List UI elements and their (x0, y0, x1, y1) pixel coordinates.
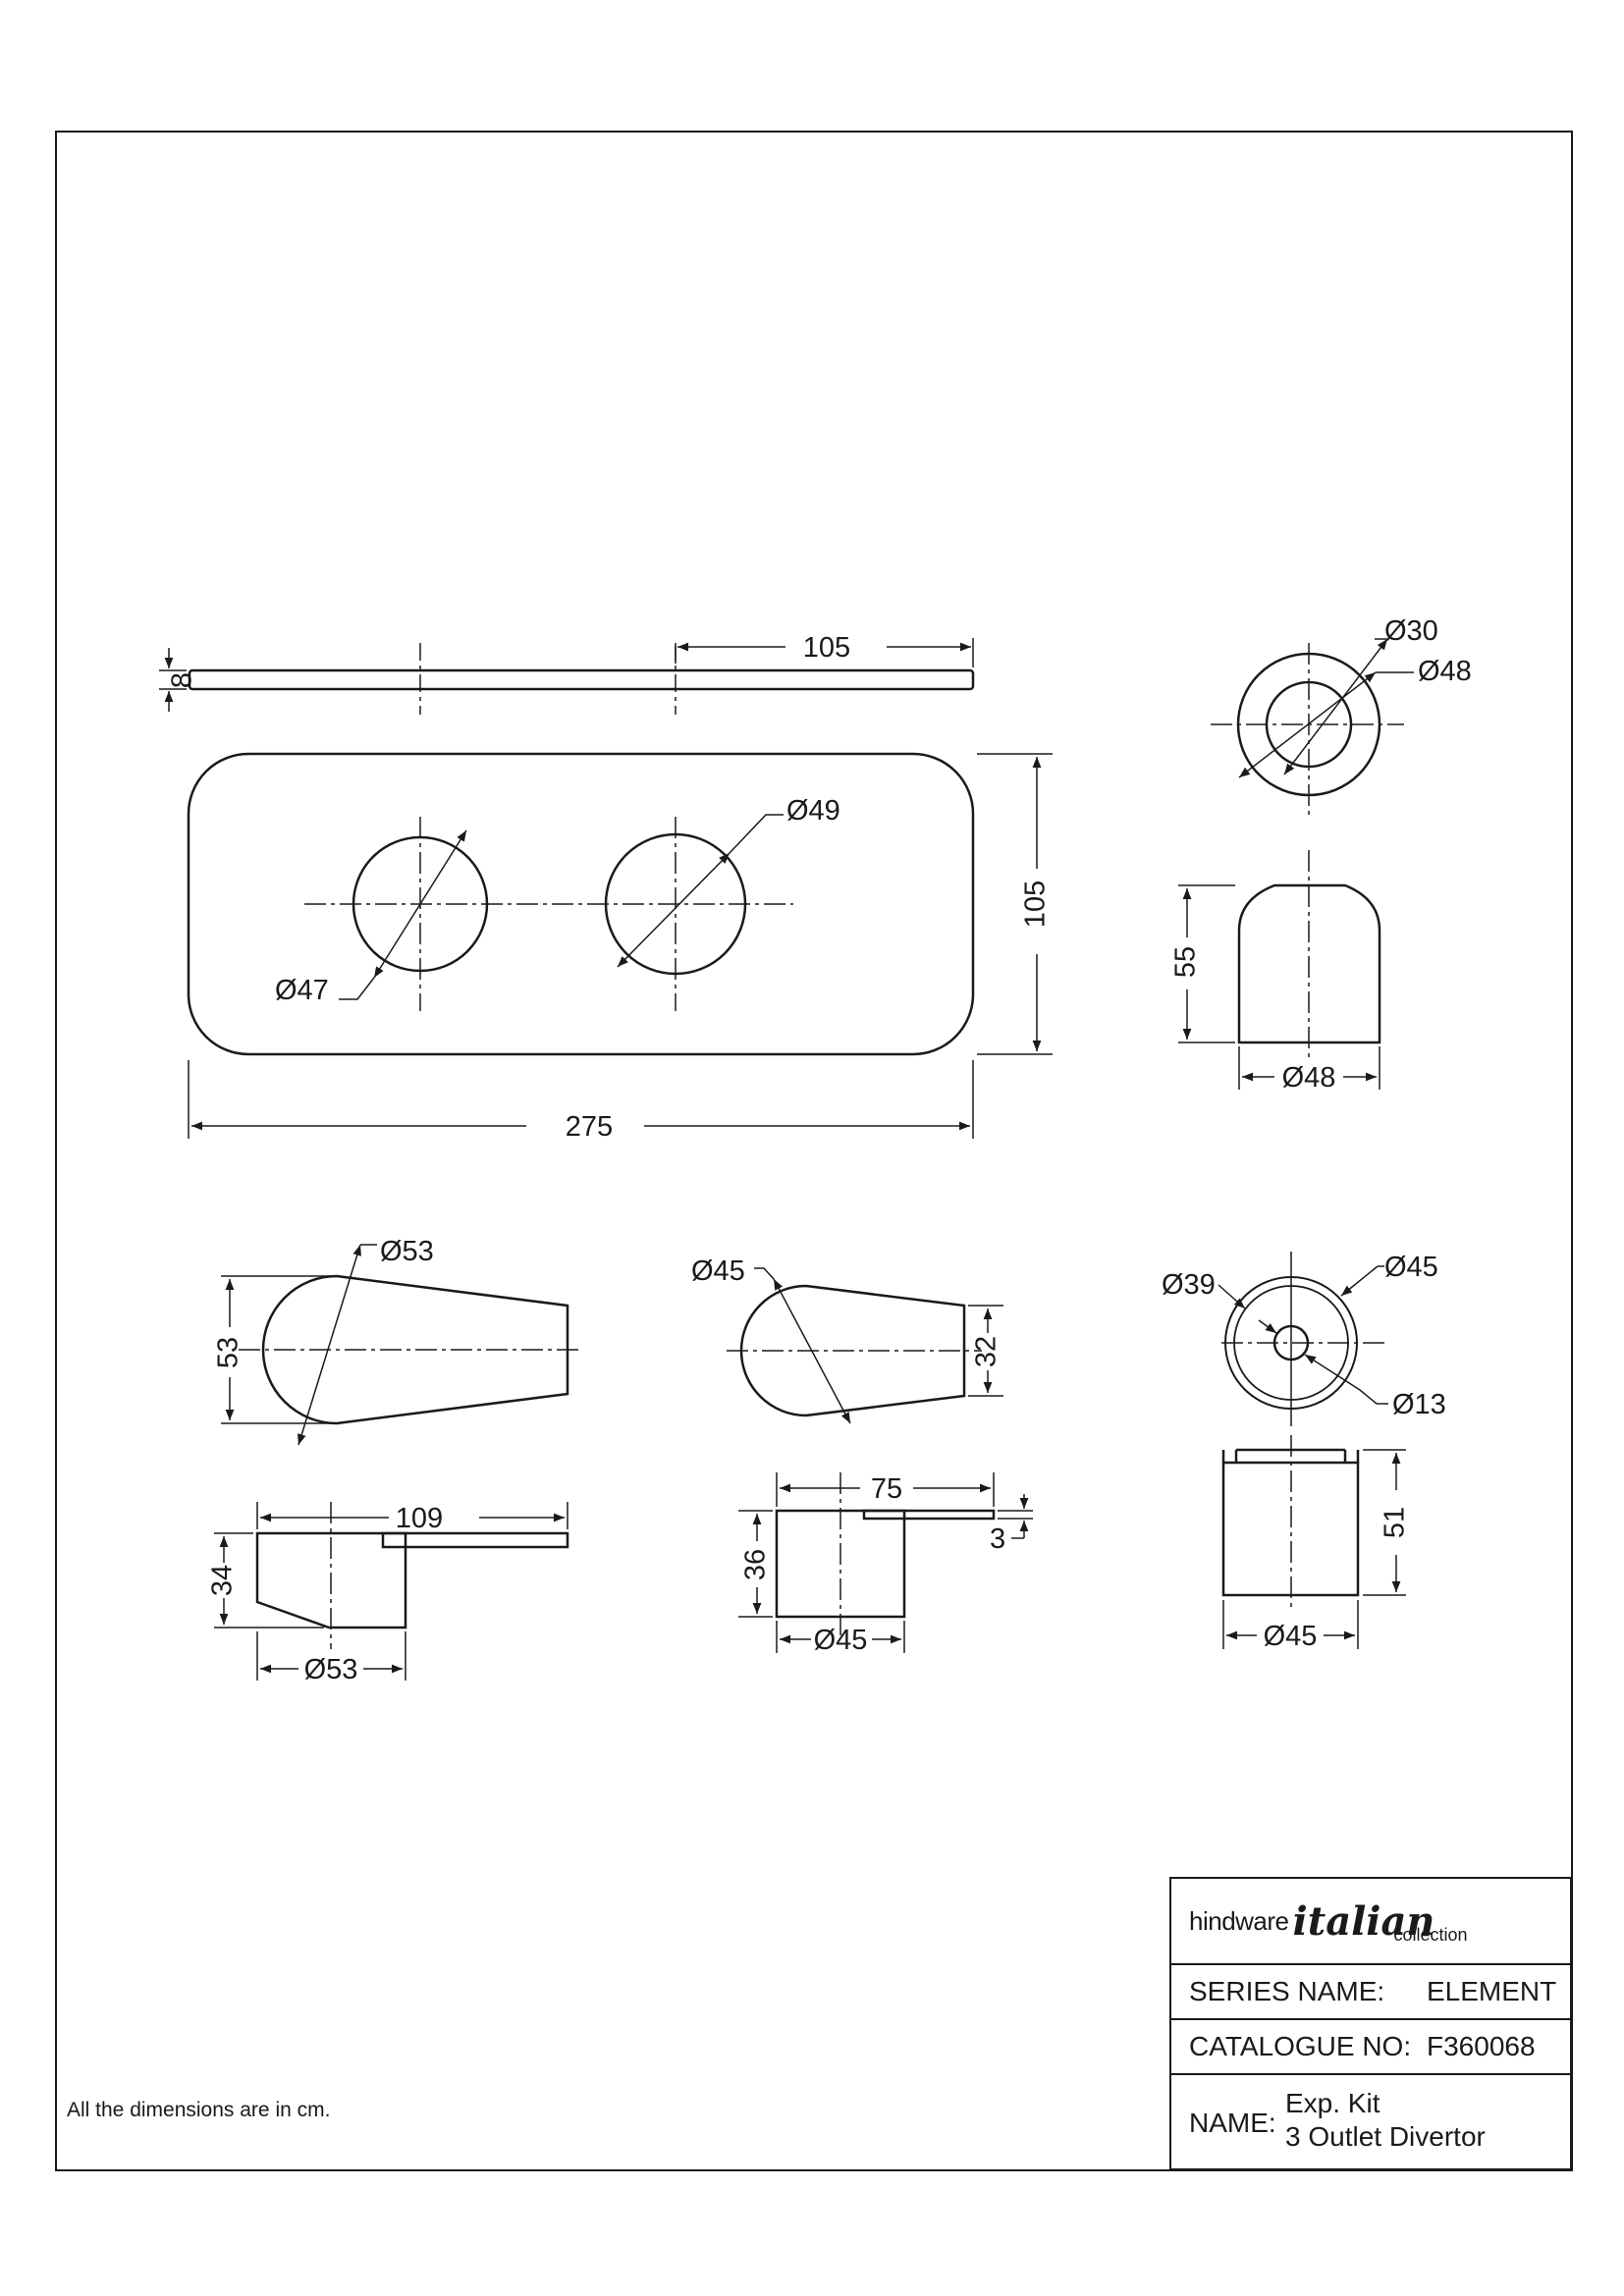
name-value: Exp. Kit 3 Outlet Divertor (1285, 2087, 1486, 2154)
dim-knob-d1: Ø39 (1162, 1269, 1216, 1301)
brand-logo: hindware italian collection (1171, 1879, 1570, 1963)
dim-lever-small-length: 75 (871, 1473, 902, 1505)
name-line-1: Exp. Kit (1285, 2088, 1380, 2118)
knob-side-view (1221, 1435, 1406, 1649)
dim-button-outer: Ø48 (1418, 656, 1472, 687)
name-line-2: 3 Outlet Divertor (1285, 2121, 1486, 2152)
dim-knob-height: 51 (1380, 1507, 1411, 1538)
dim-lever-small-tip: 32 (971, 1336, 1002, 1367)
dim-knob-d2: Ø45 (1384, 1252, 1438, 1283)
button-side-view (1178, 850, 1381, 1090)
knob-top-view (1218, 1252, 1389, 1426)
dim-lever-large-diameter: Ø53 (380, 1236, 434, 1267)
name-row: NAME: Exp. Kit 3 Outlet Divertor (1171, 2073, 1570, 2170)
dim-lever-small-diameter: Ø45 (691, 1255, 745, 1287)
dim-lever-small-side-diameter: Ø45 (814, 1625, 868, 1656)
dim-lever-large-height: 53 (213, 1337, 244, 1368)
title-block: hindware italian collection SERIES NAME:… (1169, 1877, 1572, 2170)
name-label: NAME: (1189, 2107, 1276, 2138)
dim-knob-d3: Ø13 (1392, 1389, 1446, 1420)
dim-hole-right: Ø49 (786, 795, 840, 827)
units-note: All the dimensions are in cm. (67, 2099, 331, 2121)
small-lever-side-view (738, 1472, 1033, 1653)
small-lever-top-view (727, 1267, 1003, 1424)
series-value: ELEMENT (1427, 1976, 1557, 2006)
logo-brand: hindware (1189, 1905, 1289, 1936)
sheet-border (55, 131, 1573, 2171)
catalogue-value: F360068 (1427, 2031, 1536, 2061)
logo-script: italian (1292, 1897, 1435, 1945)
dim-plate-height: 105 (1020, 881, 1052, 928)
large-lever-side-view (214, 1502, 569, 1681)
dim-button-diameter: Ø48 (1282, 1062, 1336, 1094)
button-top-view (1211, 638, 1414, 815)
dim-lever-small-plate: 3 (990, 1523, 1005, 1555)
logo-sub: collection (1393, 1924, 1468, 1945)
large-lever-top-view (221, 1244, 581, 1446)
catalogue-row: CATALOGUE NO: F360068 (1171, 2018, 1570, 2073)
series-row: SERIES NAME: ELEMENT (1171, 1963, 1570, 2018)
dim-hole-spacing: 105 (803, 632, 850, 664)
dim-hole-left: Ø47 (275, 975, 329, 1006)
dim-lever-small-height: 36 (740, 1549, 772, 1580)
dim-button-inner: Ø30 (1384, 615, 1438, 647)
dim-plate-thickness: 8 (167, 672, 198, 688)
plate-top-view (159, 638, 975, 715)
dim-knob-diameter: Ø45 (1264, 1621, 1318, 1652)
dim-button-height: 55 (1170, 946, 1202, 978)
series-label: SERIES NAME: (1189, 1976, 1385, 2006)
dim-plate-width: 275 (566, 1111, 613, 1143)
catalogue-label: CATALOGUE NO: (1189, 2031, 1412, 2061)
dim-lever-large-side-diameter: Ø53 (304, 1654, 358, 1685)
dim-lever-large-length: 109 (396, 1503, 443, 1534)
dim-lever-large-side-height: 34 (207, 1565, 239, 1596)
plate-front-view (187, 752, 1053, 1139)
